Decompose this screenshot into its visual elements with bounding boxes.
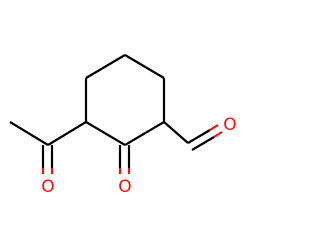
bond-acetyl-methyl (9, 121, 49, 146)
aldehyde-carbonyl-bond-2 (191, 136, 215, 151)
ketone-oxygen-label: O (118, 177, 131, 197)
aldehyde-carbonyl-bond-2-o (213, 131, 223, 138)
aldehyde-group: O (163, 115, 237, 151)
chemical-structure-diagram: O O O (9, 54, 237, 197)
ring-bond-c1-c2 (85, 54, 126, 79)
aldehyde-oxygen-label: O (223, 115, 236, 135)
ring-bond-c5-c4 (124, 121, 165, 146)
acetyl-group: O (9, 121, 87, 197)
aldehyde-carbonyl-bond-1 (187, 129, 211, 144)
ring-bond-c1-c6 (124, 54, 165, 79)
aldehyde-carbonyl-bond-1-o (209, 124, 219, 131)
ketone-group: O (118, 145, 132, 197)
bond-c5-aldehyde-carbon (163, 121, 189, 144)
cyclohexane-ring (84, 54, 166, 146)
acetyl-oxygen-label: O (41, 177, 54, 197)
ring-bond-c3-c4 (85, 121, 126, 146)
bond-c3-acetyl-carbon (47, 121, 87, 146)
